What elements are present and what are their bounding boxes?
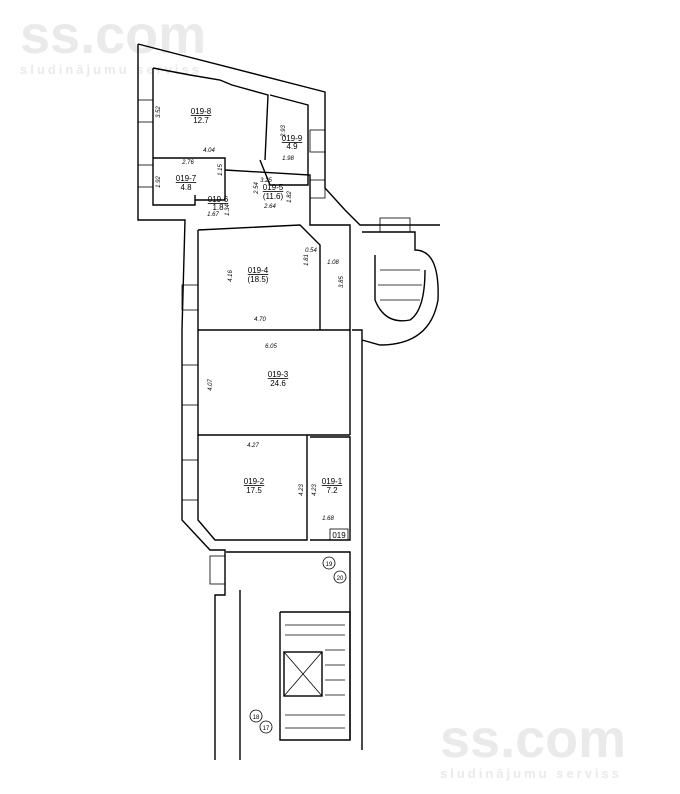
- svg-text:4.70: 4.70: [254, 317, 266, 323]
- svg-text:019-1: 019-1: [322, 477, 343, 486]
- dimension-labels: 3.52 4.04 2.93 1.98 2.76 1.92 1.15 2.54 …: [156, 106, 345, 522]
- walls: [137, 43, 440, 760]
- marker-17: 17: [259, 720, 273, 734]
- windows: [137, 99, 411, 585]
- marker-18: 18: [249, 709, 263, 723]
- svg-text:4.8: 4.8: [180, 183, 192, 192]
- svg-text:1.8: 1.8: [212, 203, 224, 212]
- room-label-019-1: 019-17.2: [322, 477, 343, 495]
- marker-19: 19: [322, 556, 336, 570]
- svg-text:(11.6): (11.6): [263, 192, 284, 201]
- svg-text:7.2: 7.2: [326, 486, 338, 495]
- svg-text:019-9: 019-9: [282, 134, 303, 143]
- watermark-tagline: sludinājumu serviss: [440, 766, 622, 781]
- svg-text:019-2: 019-2: [244, 477, 265, 486]
- svg-text:2.93: 2.93: [281, 125, 287, 138]
- svg-text:019: 019: [332, 531, 346, 540]
- svg-text:019-4: 019-4: [248, 266, 269, 275]
- room-label-019-4: 019-4(18.5): [248, 266, 269, 284]
- svg-text:12.7: 12.7: [193, 116, 209, 125]
- svg-text:17.5: 17.5: [246, 486, 262, 495]
- svg-text:019-6: 019-6: [208, 195, 229, 204]
- svg-text:(18.5): (18.5): [248, 275, 269, 284]
- svg-text:0.54: 0.54: [305, 248, 317, 254]
- svg-text:2.54: 2.54: [254, 182, 260, 195]
- svg-text:019-7: 019-7: [176, 174, 197, 183]
- marker-20: 20: [333, 570, 347, 584]
- room-label-019-5: 019-5(11.6): [263, 183, 284, 201]
- svg-text:1.67: 1.67: [207, 212, 219, 218]
- svg-text:24.6: 24.6: [270, 379, 286, 388]
- svg-text:4.9: 4.9: [286, 142, 298, 151]
- room-label-019-3: 019-324.6: [268, 370, 289, 388]
- svg-text:2.64: 2.64: [263, 204, 276, 210]
- svg-text:019-5: 019-5: [263, 183, 284, 192]
- svg-text:4.04: 4.04: [203, 148, 215, 154]
- svg-text:6.05: 6.05: [265, 344, 277, 350]
- svg-text:18: 18: [253, 715, 260, 721]
- svg-text:1.98: 1.98: [282, 156, 294, 162]
- svg-text:1.81: 1.81: [304, 254, 310, 266]
- svg-text:1.15: 1.15: [218, 164, 224, 176]
- svg-text:4.27: 4.27: [247, 443, 259, 449]
- svg-text:3.85: 3.85: [339, 276, 345, 288]
- svg-text:4.16: 4.16: [228, 270, 234, 282]
- svg-text:1.08: 1.08: [327, 260, 339, 266]
- room-label-019-6: 019-61.8: [208, 195, 229, 212]
- watermark-brand: ss.com: [440, 709, 627, 769]
- svg-text:019-3: 019-3: [268, 370, 289, 379]
- svg-text:1.92: 1.92: [156, 176, 162, 188]
- apartment-number-marker: 019: [329, 528, 349, 541]
- svg-text:3.52: 3.52: [156, 106, 162, 118]
- room-label-019-9: 019-94.9: [282, 134, 303, 151]
- svg-text:4.23: 4.23: [312, 484, 318, 496]
- room-label-019-2: 019-217.5: [244, 477, 265, 495]
- svg-text:019-8: 019-8: [191, 107, 212, 116]
- watermark-tagline: sludinājumu serviss: [20, 62, 202, 77]
- svg-text:17: 17: [263, 726, 270, 732]
- svg-text:19: 19: [326, 562, 333, 568]
- svg-text:4.23: 4.23: [299, 484, 305, 496]
- room-label-019-7: 019-74.8: [176, 174, 197, 192]
- svg-text:1.82: 1.82: [287, 191, 293, 203]
- svg-text:20: 20: [337, 576, 344, 582]
- svg-text:3.25: 3.25: [260, 178, 272, 184]
- watermark-top: ss.com sludinājumu serviss: [20, 8, 206, 77]
- room-label-019-8: 019-812.7: [191, 107, 212, 125]
- svg-text:2.76: 2.76: [181, 160, 194, 166]
- watermark-bottom: ss.com sludinājumu serviss: [440, 712, 626, 781]
- stair-treads: [285, 269, 422, 729]
- svg-text:1.34: 1.34: [225, 204, 231, 216]
- svg-text:4.07: 4.07: [208, 379, 214, 391]
- svg-text:1.68: 1.68: [322, 516, 334, 522]
